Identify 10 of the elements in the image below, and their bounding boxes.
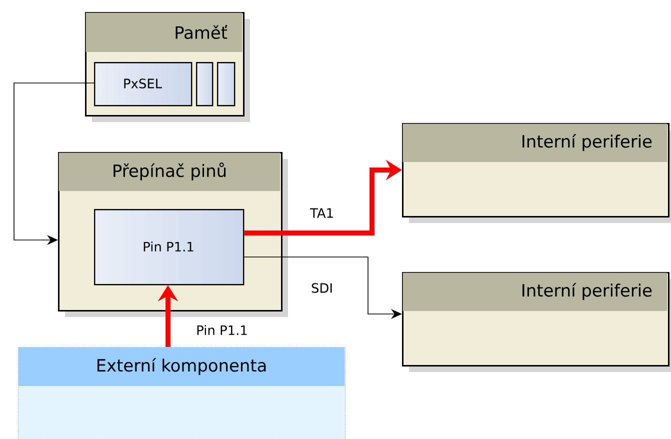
edge-label: Pin P1.1 (194, 324, 250, 336)
block-box: Interní periferie (402, 123, 671, 223)
register-box: PxSEL (94, 62, 192, 106)
edge-label: TA1 (308, 206, 336, 220)
register-box (217, 62, 236, 106)
register-box: Pin P1.1 (94, 209, 244, 286)
component-box: Externí komponenta (18, 347, 346, 439)
register-box (196, 62, 214, 106)
edge-label: SDI (310, 282, 335, 294)
block-box: Interní periferie (402, 272, 671, 372)
